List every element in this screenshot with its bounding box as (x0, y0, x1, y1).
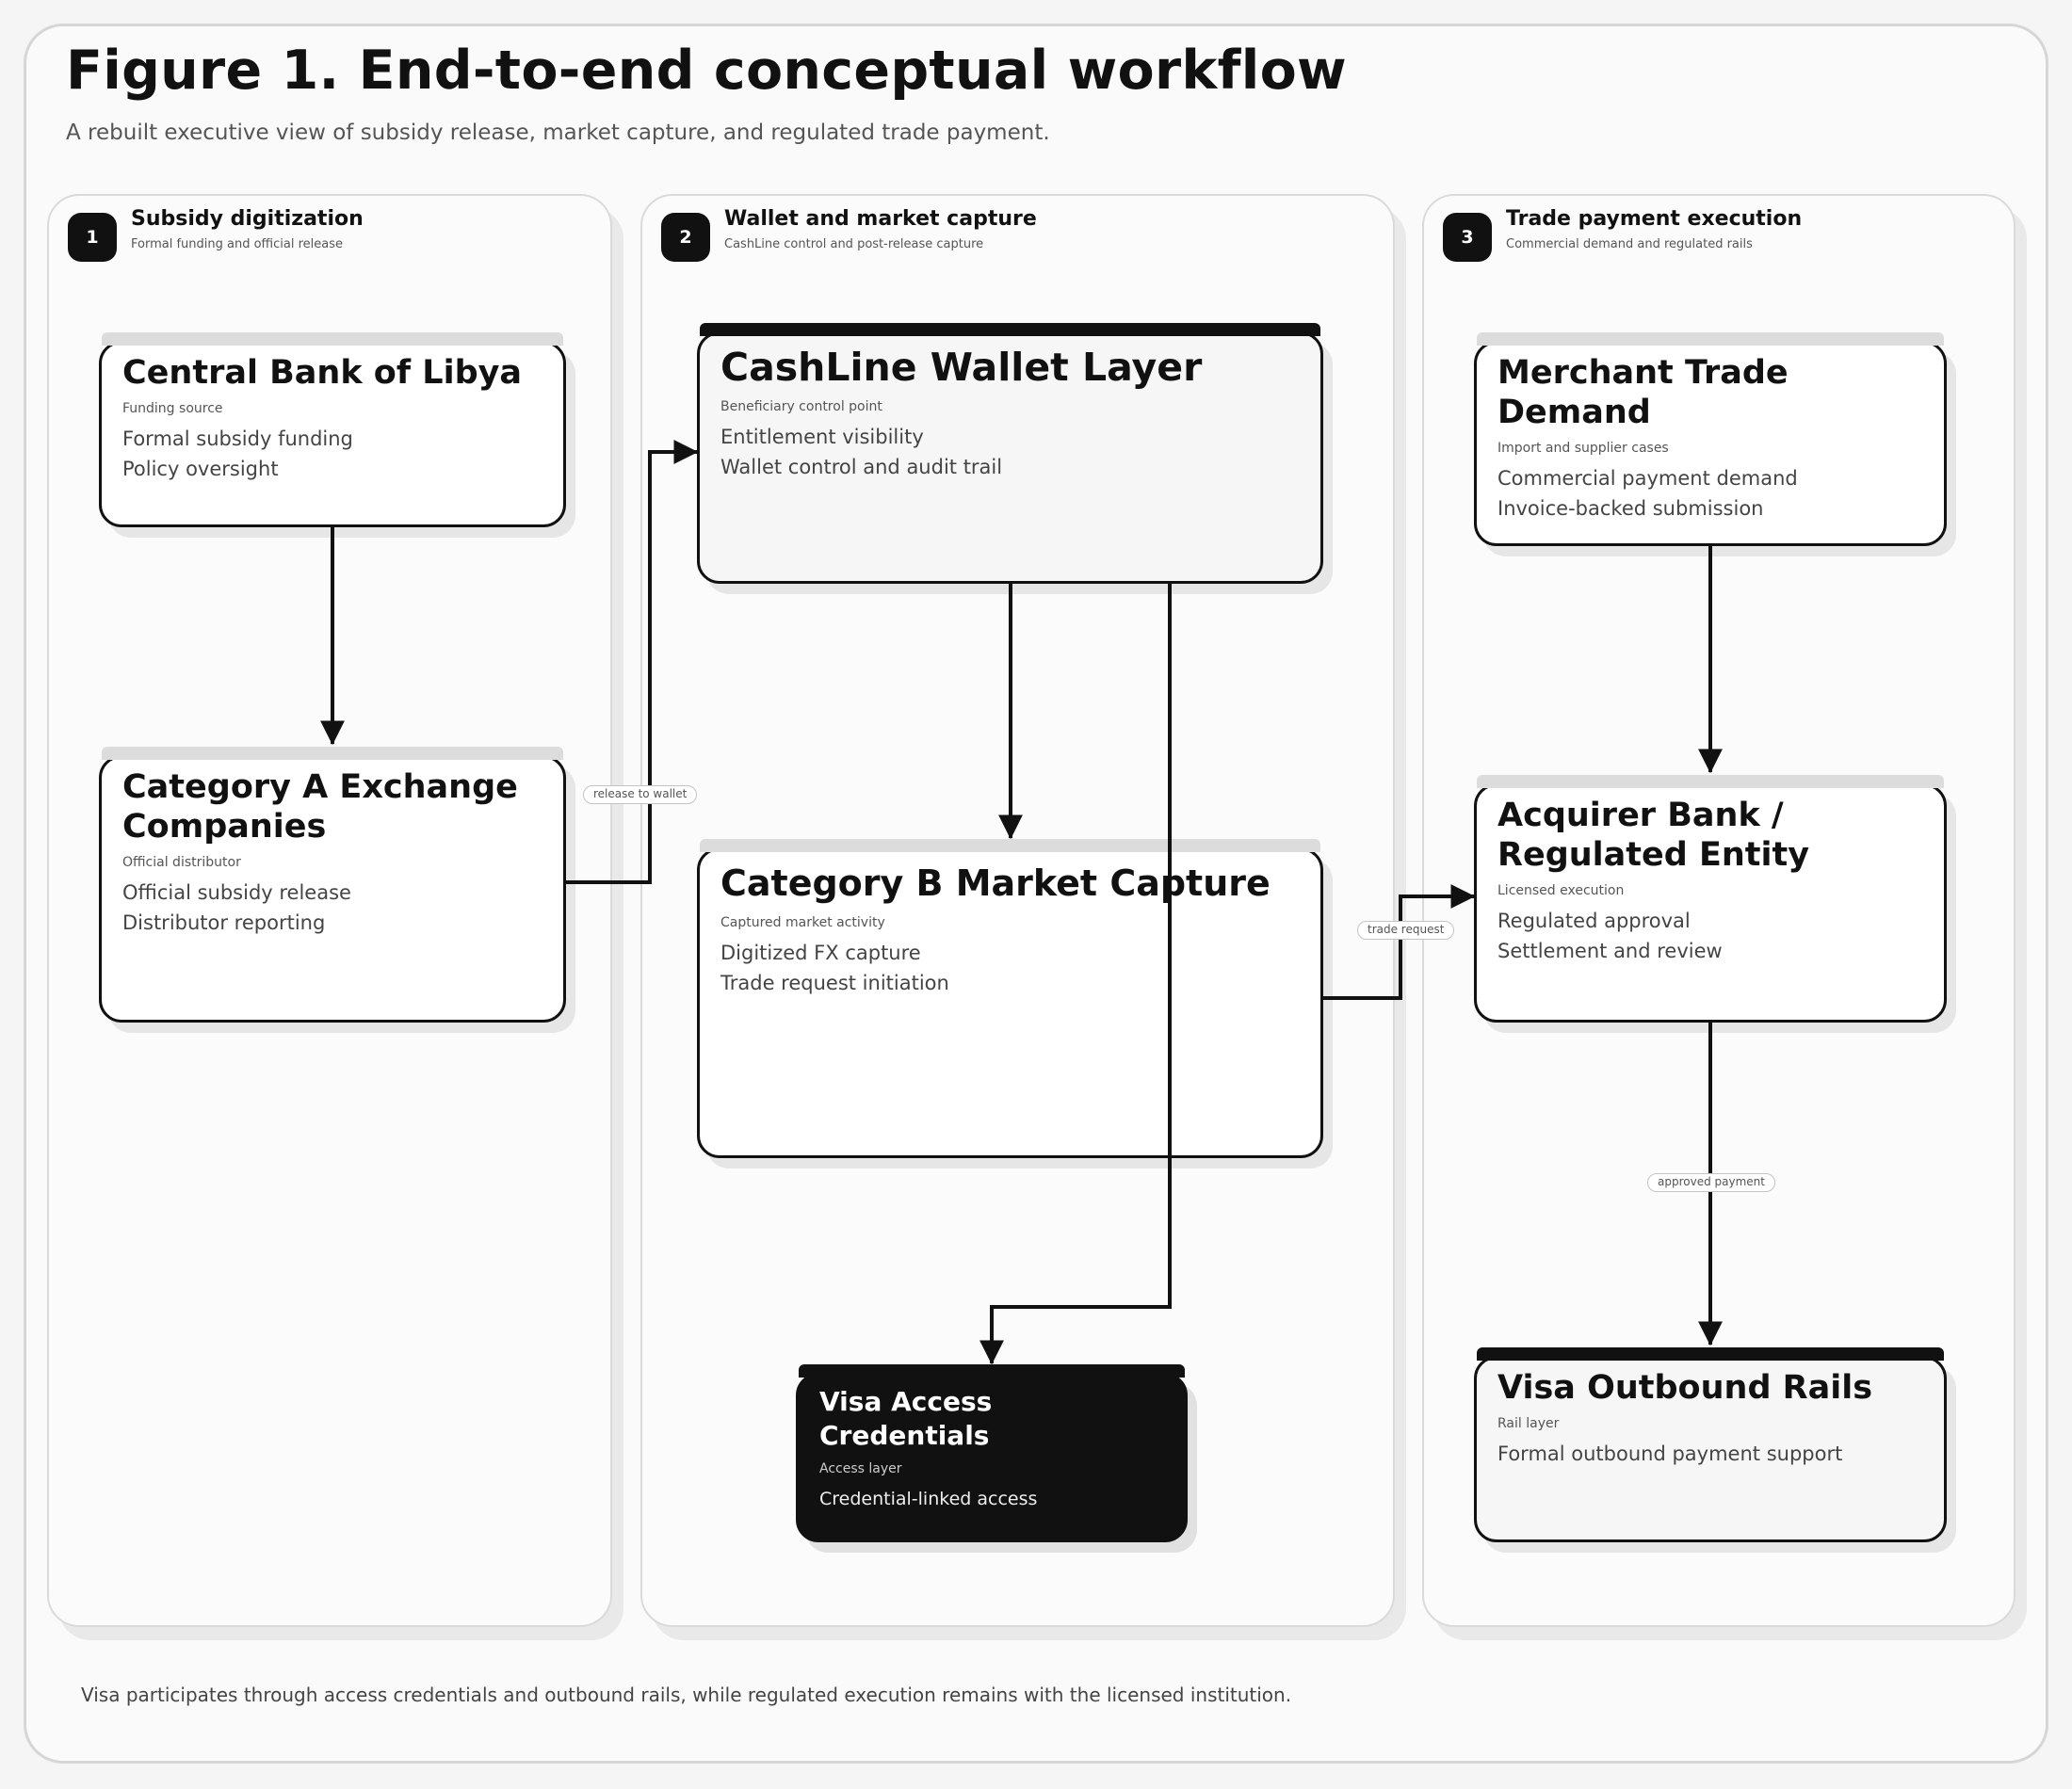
node-cashline-wallet-layer: CashLine Wallet Layer Beneficiary contro… (697, 323, 1323, 584)
node-visa-outbound-rails: Visa Outbound Rails Rail layer Formal ou… (1474, 1347, 1947, 1542)
lane-title: Wallet and market capture (724, 207, 1037, 231)
node-line: Distributor reporting (122, 911, 326, 934)
node-line: Trade request initiation (720, 972, 949, 994)
node-line: Invoice-backed submission (1497, 497, 1764, 520)
connector-label-approved-payment: approved payment (1647, 1173, 1775, 1192)
lane-number-badge: 1 (68, 213, 117, 262)
node-line: Entitlement visibility (720, 426, 924, 448)
lane-subtitle: CashLine control and post-release captur… (724, 237, 984, 251)
node-category-b-market-capture: Category B Market Capture Captured marke… (697, 839, 1323, 1158)
node-role: Beneficiary control point (720, 399, 882, 414)
node-visa-access-credentials: Visa Access Credentials Access layer Cre… (796, 1364, 1188, 1542)
connector-label-trade-request: trade request (1357, 921, 1455, 940)
node-line: Official subsidy release (122, 881, 351, 904)
lane-subtitle: Commercial demand and regulated rails (1506, 237, 1753, 251)
node-line: Formal subsidy funding (122, 427, 353, 450)
node-header-bar (1477, 775, 1944, 788)
node-header-bar (1477, 332, 1944, 346)
node-line: Credential-linked access (819, 1489, 1038, 1509)
node-title: Merchant Trade Demand (1497, 354, 1789, 431)
node-title: Visa Access Credentials (819, 1386, 993, 1451)
lane-number-badge: 2 (661, 213, 710, 262)
lane-number-badge: 3 (1443, 213, 1492, 262)
node-title: Central Bank of Libya (122, 354, 523, 392)
node-header-bar (799, 1364, 1185, 1378)
node-line: Regulated approval (1497, 910, 1691, 932)
node-role: Licensed execution (1497, 883, 1625, 898)
node-title: Acquirer Bank / Regulated Entity (1497, 797, 1810, 874)
lane-title: Subsidy digitization (131, 207, 364, 231)
node-acquirer-bank-regulated-entity: Acquirer Bank / Regulated Entity License… (1474, 775, 1947, 1023)
figure-subtitle: A rebuilt executive view of subsidy rele… (66, 121, 1050, 145)
node-role: Funding source (122, 401, 223, 416)
node-role: Access layer (819, 1461, 902, 1476)
node-role: Rail layer (1497, 1416, 1560, 1431)
node-category-a-exchange-companies: Category A Exchange Companies Official d… (99, 747, 566, 1023)
node-header-bar (700, 323, 1320, 336)
node-header-bar (1477, 1347, 1944, 1361)
lane-subtitle: Formal funding and official release (131, 237, 343, 251)
node-title: Visa Outbound Rails (1497, 1369, 1873, 1407)
node-line: Digitized FX capture (720, 942, 921, 964)
node-role: Official distributor (122, 855, 241, 870)
node-central-bank-of-libya: Central Bank of Libya Funding source For… (99, 332, 566, 527)
node-header-bar (102, 747, 563, 760)
node-header-bar (700, 839, 1320, 852)
node-title: CashLine Wallet Layer (720, 345, 1203, 390)
node-line: Commercial payment demand (1497, 467, 1798, 490)
node-title: Category B Market Capture (720, 862, 1271, 904)
connector-label-release-to-wallet: release to wallet (583, 785, 698, 804)
node-role: Import and supplier cases (1497, 441, 1669, 456)
figure-title: Figure 1. End-to-end conceptual workflow (66, 40, 1347, 102)
node-line: Wallet control and audit trail (720, 456, 1003, 478)
footer-note: Visa participates through access credent… (81, 1684, 1292, 1706)
node-role: Captured market activity (720, 915, 885, 930)
node-merchant-trade-demand: Merchant Trade Demand Import and supplie… (1474, 332, 1947, 546)
node-title: Category A Exchange Companies (122, 768, 518, 846)
lane-title: Trade payment execution (1506, 207, 1803, 231)
node-line: Policy oversight (122, 458, 279, 480)
node-header-bar (102, 332, 563, 346)
node-line: Formal outbound payment support (1497, 1442, 1843, 1465)
node-line: Settlement and review (1497, 940, 1723, 962)
